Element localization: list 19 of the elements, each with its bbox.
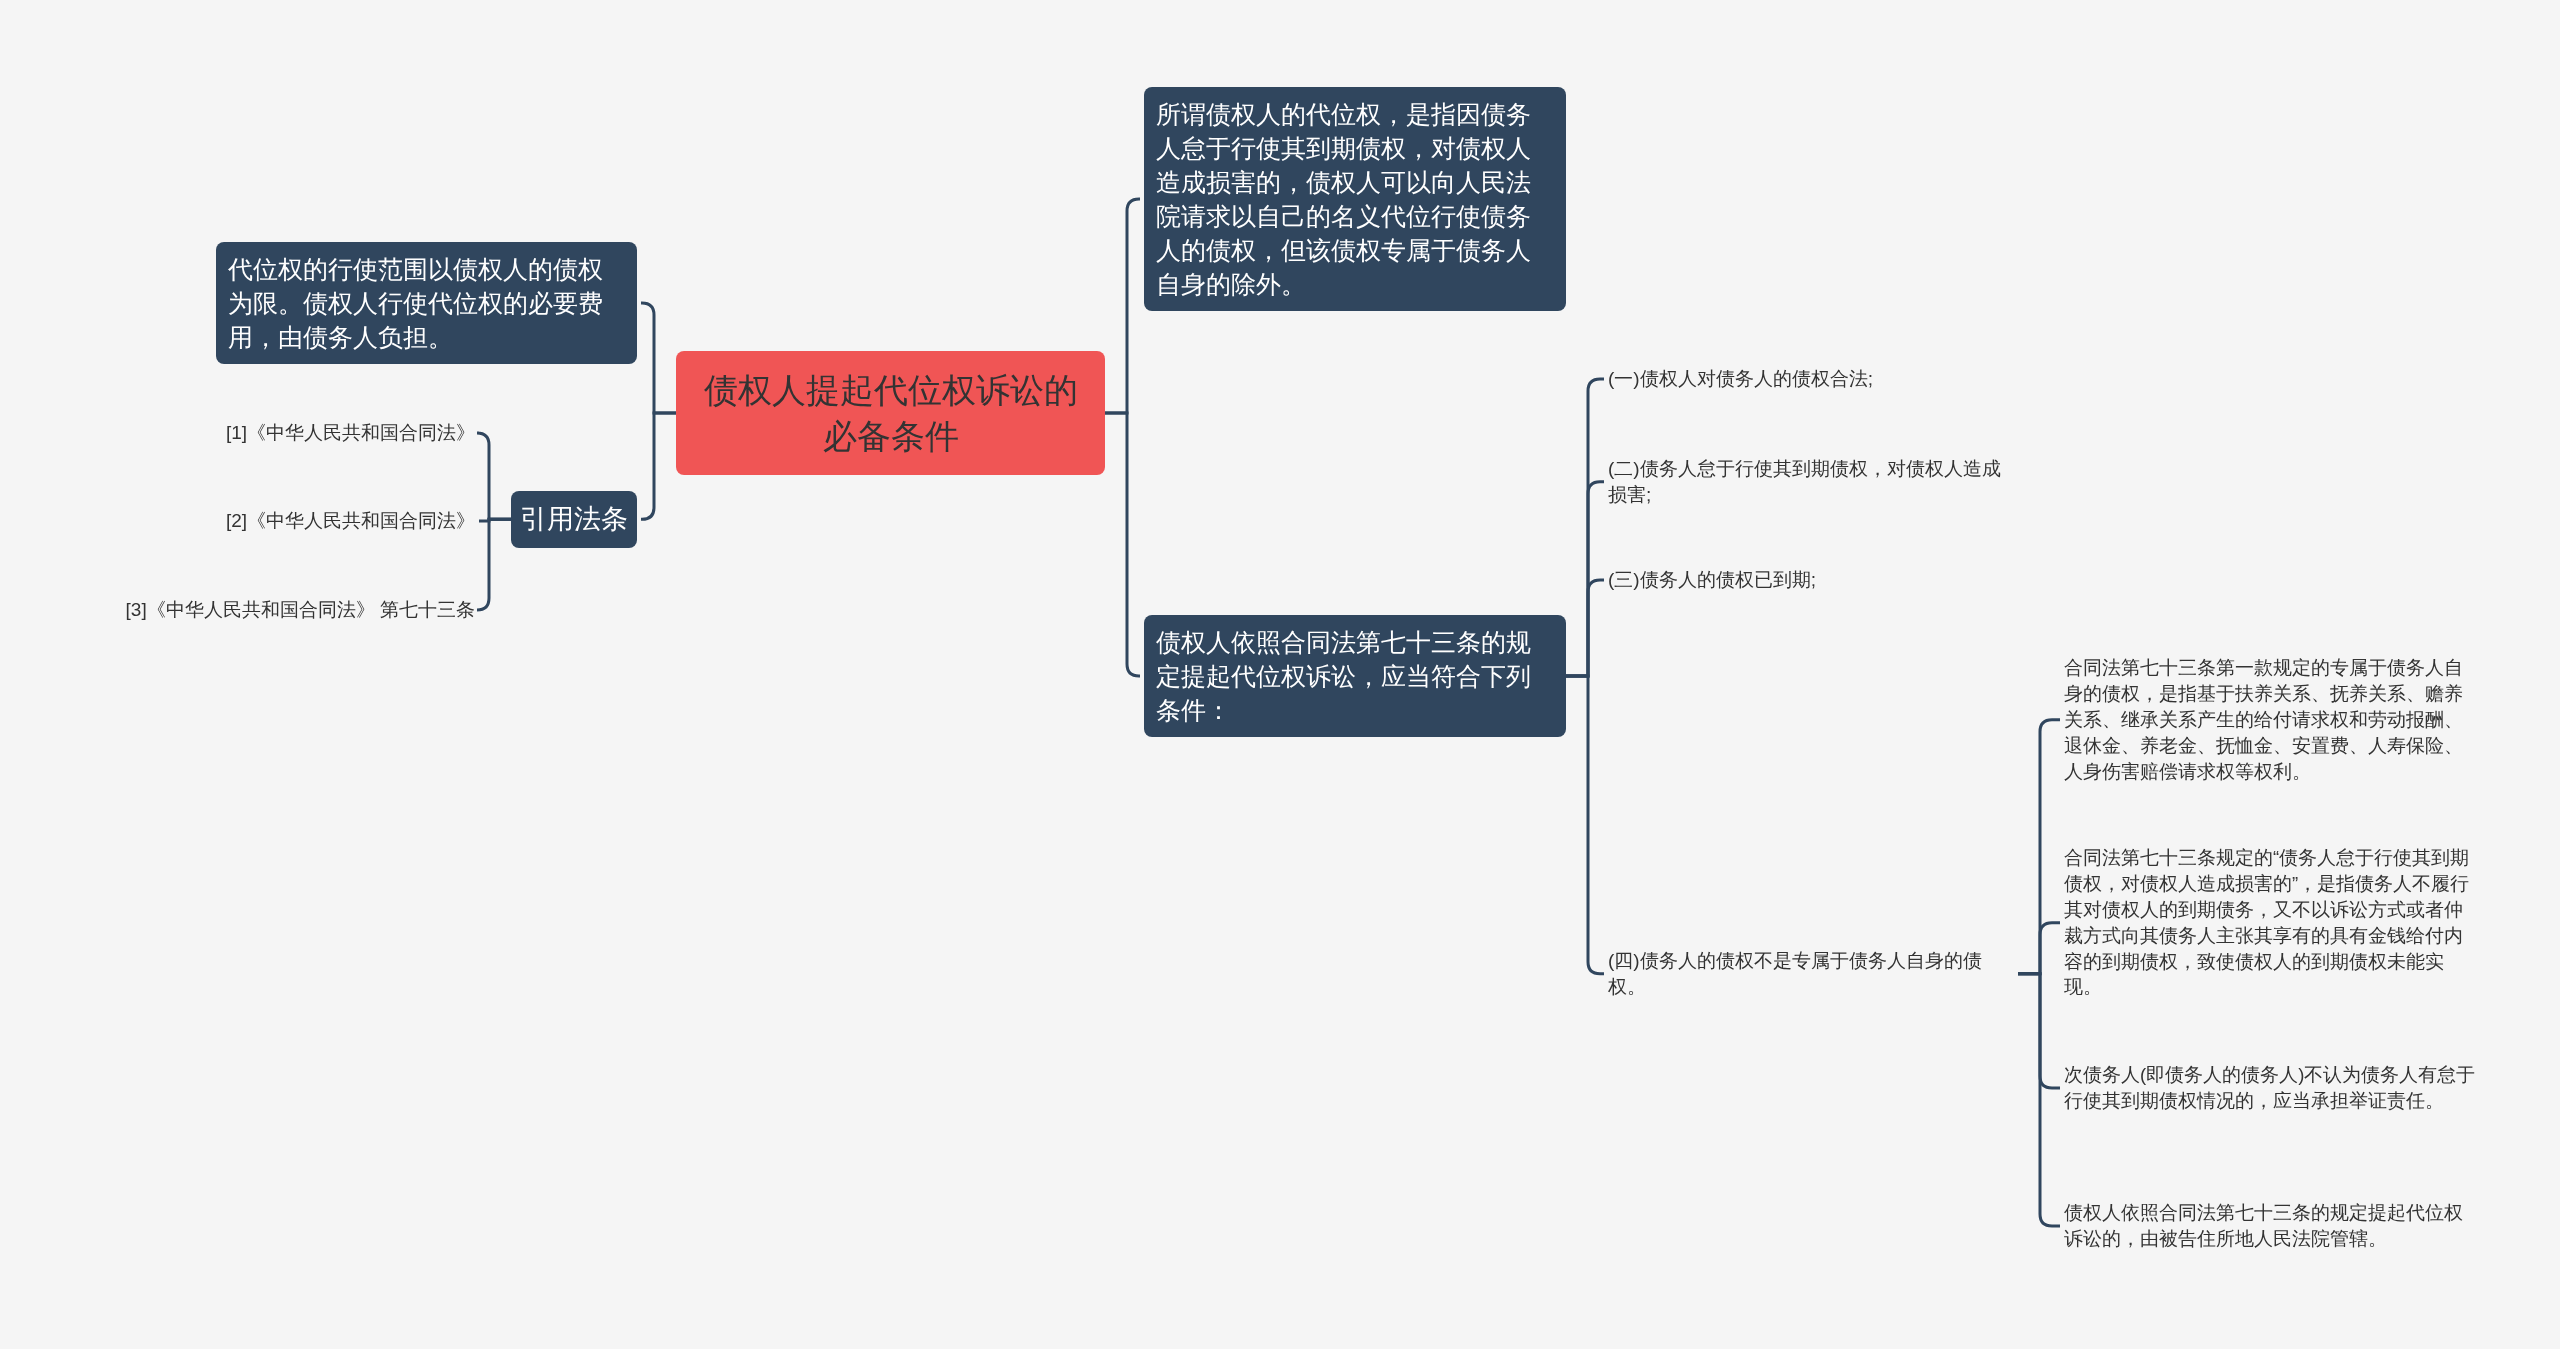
reference-text: [1]《中华人民共和国合同法》 (175, 420, 475, 446)
note-text: 债权人依照合同法第七十三条的规定提起代位权诉讼的，由被告住所地人民法院管辖。 (2064, 1200, 2479, 1252)
condition-text: (四)债务人的债权不是专属于债务人自身的债权。 (1608, 948, 2018, 1000)
central-topic-box: 债权人提起代位权诉讼的必备条件 (676, 351, 1105, 475)
topic-box: 债权人依照合同法第七十三条的规定提起代位权诉讼，应当符合下列条件： (1144, 615, 1566, 737)
note-text: 合同法第七十三条第一款规定的专属于债务人自身的债权，是指基于扶养关系、抚养关系、赡养关系、继承关系产生的给付请求权和劳动报酬、退休金、养老金、抚恤金、安置费、人寿保险、人身伤害赔偿请求权等权利。 (2064, 655, 2479, 785)
note-text: 次债务人(即债务人的债务人)不认为债务人有怠于行使其到期债权情况的，应当承担举证责任。 (2064, 1062, 2479, 1114)
topic-box: 代位权的行使范围以债权人的债权为限。债权人行使代位权的必要费用，由债务人负担。 (216, 242, 637, 364)
connector-line (640, 411, 676, 521)
connector-line (1105, 411, 1141, 678)
note-text: 合同法第七十三条规定的“债务人怠于行使其到期债权，对债权人造成损害的”，是指债务人不履行其对债权人的到期债务，又不以诉讼方式或者仲裁方式向其债务人主张其享有的具有金钱给付内容的到期债权，致使债权人的到期债权未能实现。 (2064, 845, 2479, 1001)
condition-text: (三)债务人的债权已到期; (1608, 567, 2018, 593)
reference-text: [2]《中华人民共和国合同法》 (175, 508, 475, 534)
topic-box: 引用法条 (511, 491, 637, 548)
connector-line (475, 517, 511, 612)
condition-text: (一)债权人对债务人的债权合法; (1608, 366, 2018, 392)
reference-text: [3]《中华人民共和国合同法》 第七十三条 (60, 597, 475, 623)
topic-box: 所谓债权人的代位权，是指因债务人怠于行使其到期债权，对债权人造成损害的，债权人可以向人民法院请求以自己的名义代位行使债务人的债权，但该债权专属于债务人自身的除外。 (1144, 87, 1566, 311)
condition-text: (二)债务人怠于行使其到期债权，对债权人造成损害; (1608, 456, 2018, 508)
